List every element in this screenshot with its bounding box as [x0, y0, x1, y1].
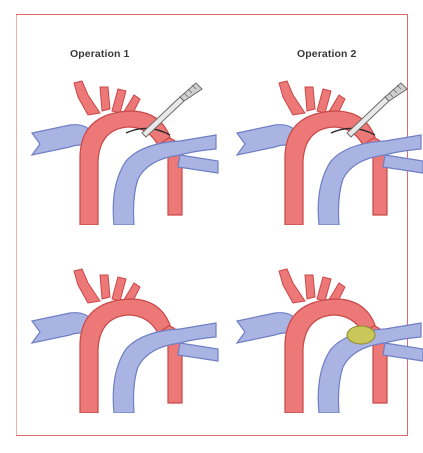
- operation-2-caption: Operation 2: [297, 48, 356, 60]
- pulmonary-vein: [113, 323, 216, 413]
- graft-patch: [347, 326, 375, 344]
- scalpel-icon: [347, 83, 407, 137]
- operation-1-result-panel: [30, 263, 220, 413]
- operation-1-during-panel: [30, 75, 220, 225]
- neck-artery-2: [100, 275, 110, 299]
- scalpel-icon: [142, 83, 202, 137]
- pulmonary-vein: [113, 135, 216, 225]
- neck-artery-3: [112, 277, 126, 301]
- neck-artery-1: [279, 81, 305, 115]
- neck-artery-2: [305, 275, 315, 299]
- neck-artery-3: [317, 277, 331, 301]
- frame-left-edge: [16, 14, 17, 436]
- neck-artery-2: [100, 87, 110, 111]
- neck-artery-2: [305, 87, 315, 111]
- right-vein-branch: [178, 155, 218, 173]
- neck-artery-3: [317, 89, 331, 113]
- right-vein-branch: [178, 343, 218, 361]
- operation-2-result-panel: [235, 263, 423, 413]
- neck-artery-3: [112, 89, 126, 113]
- operation-1-caption: Operation 1: [70, 48, 129, 60]
- right-vein-branch: [383, 155, 423, 173]
- neck-artery-1: [279, 269, 305, 303]
- neck-artery-1: [74, 81, 100, 115]
- right-vein-branch: [383, 343, 423, 361]
- pulmonary-vein: [318, 135, 421, 225]
- operation-2-during-panel: [235, 75, 423, 225]
- neck-artery-1: [74, 269, 100, 303]
